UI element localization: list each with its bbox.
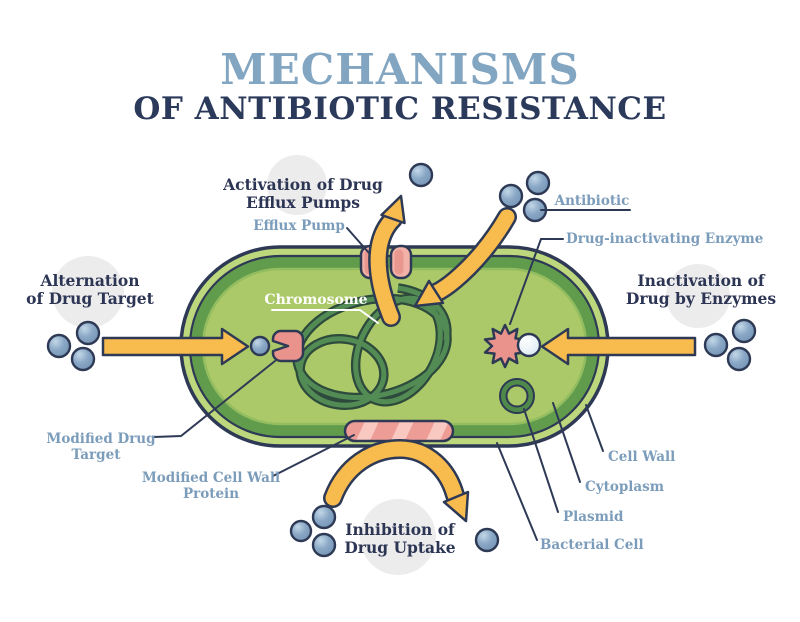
- label-modified-drug-target-1: Modified Drug: [46, 431, 156, 447]
- heading-inhibition-2: Drug Uptake: [344, 538, 455, 557]
- heading-activation-2: Efflux Pumps: [246, 193, 360, 212]
- leader-enzyme: [509, 238, 564, 325]
- antibiotic-dots: [46, 162, 757, 558]
- expelled-antibiotic-dot: [408, 162, 434, 188]
- blocked-antibiotic-dot: [474, 527, 500, 553]
- label-cytoplasm: Cytoplasm: [585, 479, 664, 495]
- inactivation-arrow: [540, 327, 697, 366]
- blob-inactivation: [666, 264, 730, 328]
- leader-chromosome: [271, 309, 379, 324]
- inhibition-bounce-arrow: [323, 438, 470, 523]
- label-plasmid: Plasmid: [563, 509, 624, 525]
- modified-drug-target-graphic: [271, 329, 305, 363]
- heading-inactivation-2: Drug by Enzymes: [626, 289, 777, 308]
- leader-plasmid: [523, 408, 559, 513]
- alternation-arrow: [101, 327, 250, 366]
- heading-alternation-2: of Drug Target: [26, 289, 154, 308]
- leader-lines: [153, 209, 631, 541]
- heading-inactivation-1: Inactivation of: [637, 271, 765, 290]
- heading-activation-1: Activation of Drug: [222, 175, 383, 194]
- efflux-out-arrow: [368, 194, 406, 327]
- title-line1: MECHANISMS: [220, 45, 579, 94]
- leader-efflux-pump: [346, 227, 370, 254]
- leader-bacterial-cell: [496, 442, 538, 541]
- label-modified-drug-target-2: Target: [72, 447, 122, 463]
- blob-activation: [267, 155, 327, 215]
- title-line2: OF ANTIBIOTIC RESISTANCE: [133, 91, 666, 127]
- label-chromosome: Chromosome: [264, 292, 367, 308]
- label-efflux-pump: Efflux Pump: [253, 218, 345, 234]
- drug-entry-arrow: [413, 207, 517, 308]
- background-blobs: [52, 155, 730, 575]
- antibiotic-dot-in-cell: [249, 335, 271, 357]
- label-modified-cell-wall-1: Modified Cell Wall: [142, 470, 280, 486]
- blob-inhibition: [360, 499, 436, 575]
- label-antibiotic: Antibiotic: [554, 193, 630, 209]
- blob-alternation: [52, 256, 124, 328]
- leader-modified-cell-wall: [272, 434, 355, 477]
- label-bacterial-cell: Bacterial Cell: [540, 537, 644, 553]
- label-cell-wall: Cell Wall: [608, 449, 675, 465]
- plasmid-graphic: [499, 378, 535, 414]
- inactivated-drug-dot: [516, 332, 542, 358]
- label-modified-cell-wall-2: Protein: [183, 486, 239, 502]
- label-enzyme: Drug-inactivating Enzyme: [566, 231, 763, 247]
- heading-alternation-1: Alternation: [39, 271, 139, 290]
- leader-cell-wall: [585, 404, 604, 452]
- leader-modified-drug-target: [153, 360, 276, 438]
- heading-inhibition-1: Inhibition of: [345, 520, 456, 539]
- leader-cytoplasm: [552, 402, 581, 483]
